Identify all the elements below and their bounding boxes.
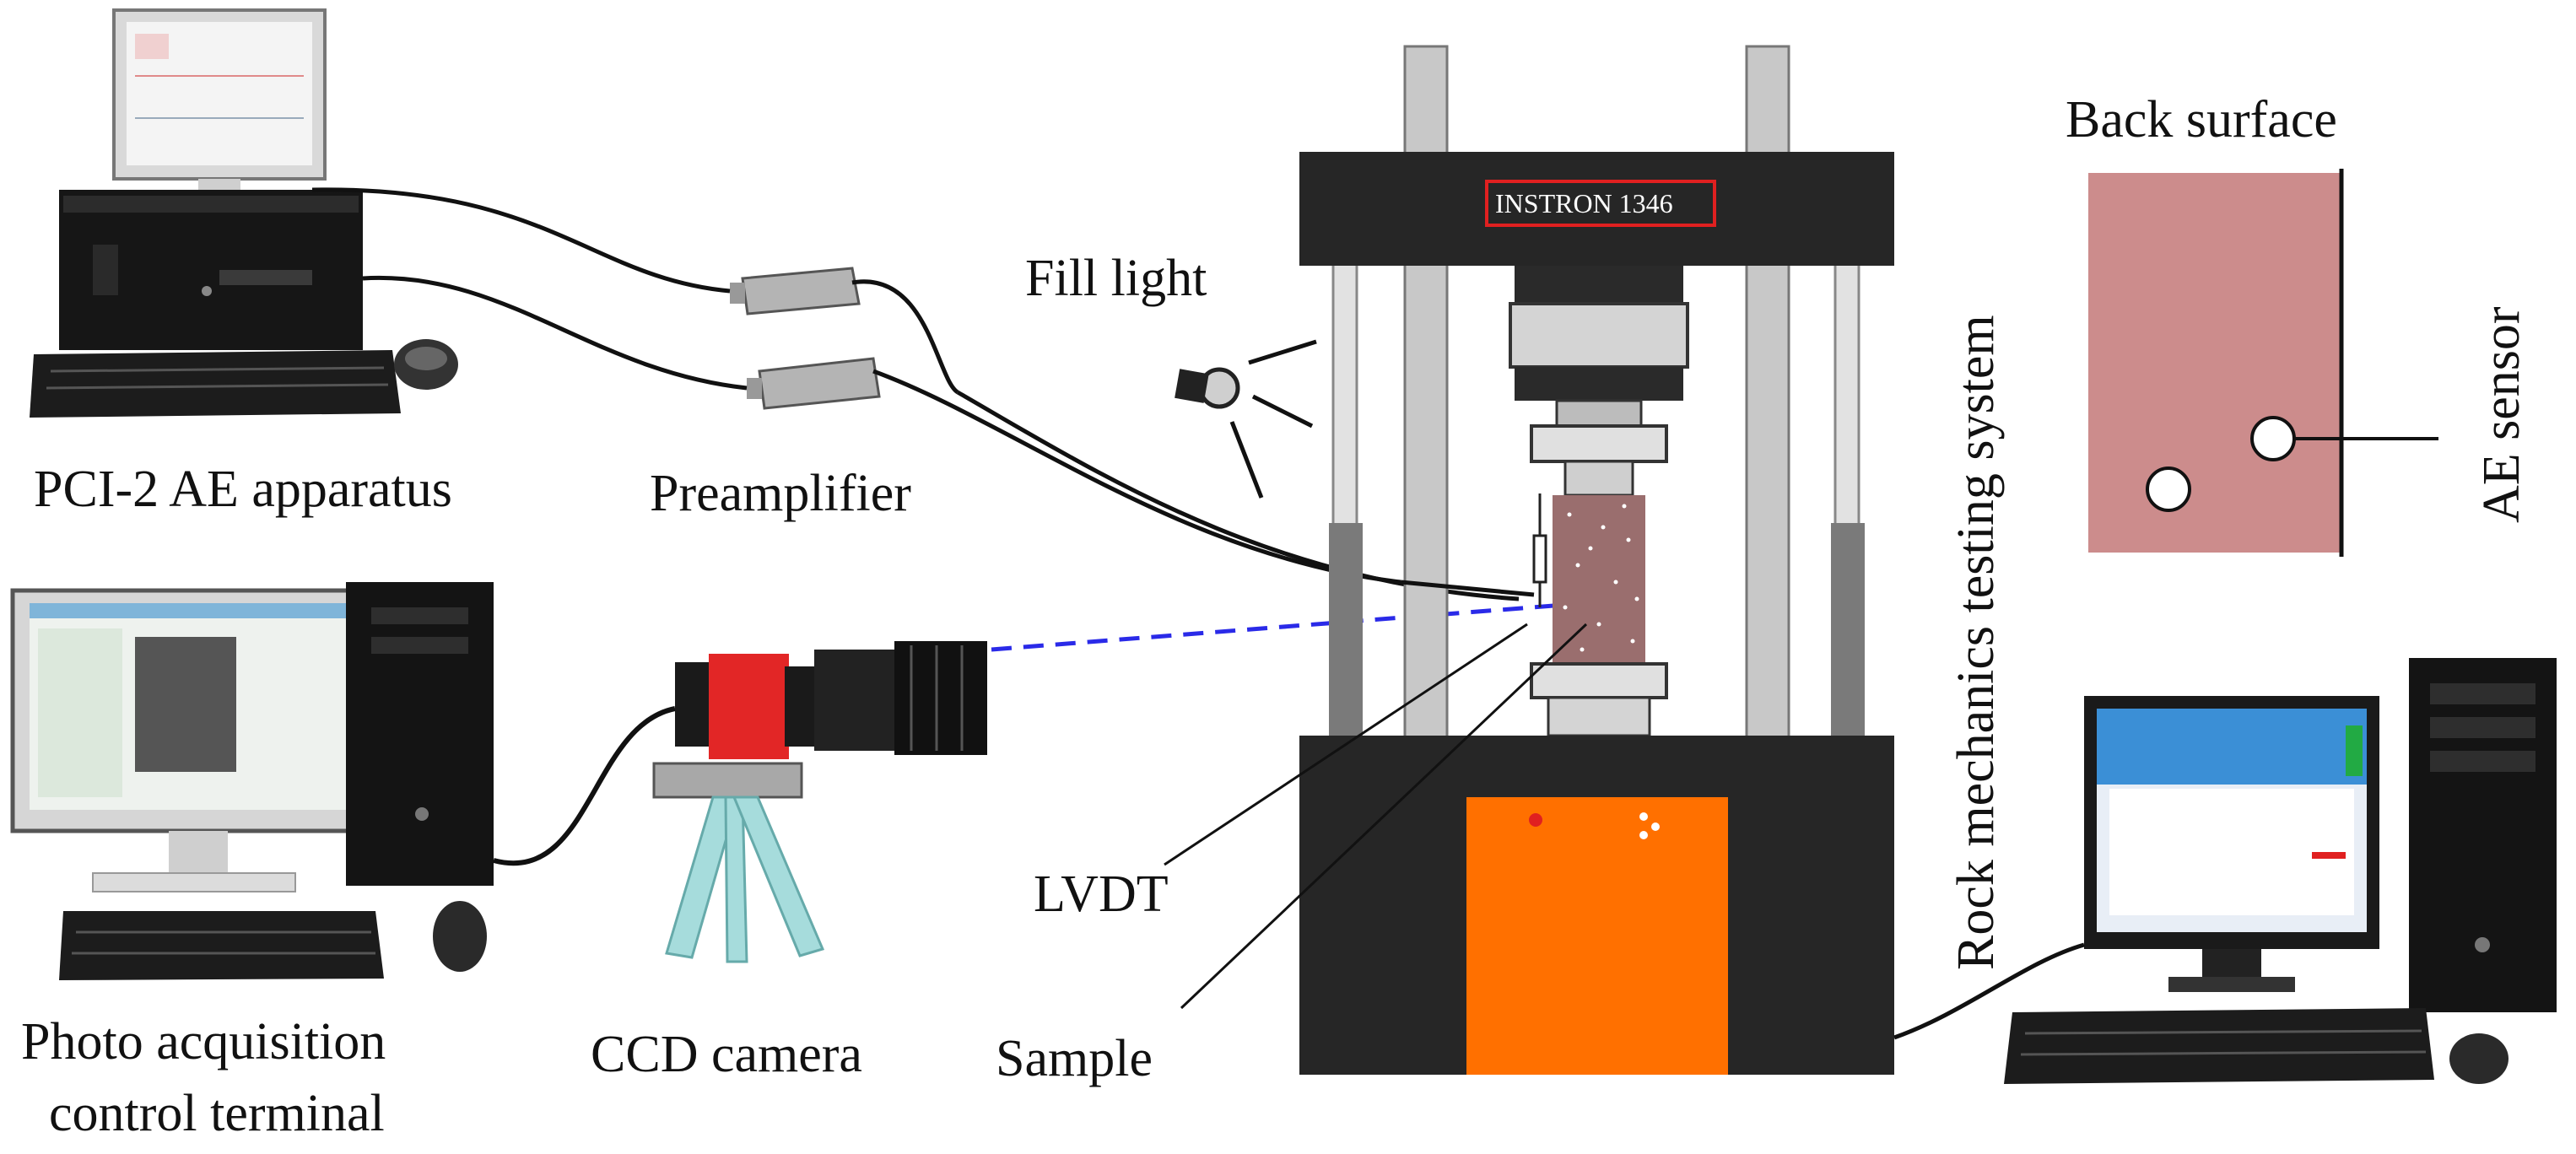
back-surface-label: Back surface xyxy=(2066,91,2337,148)
pci2-computer-icon xyxy=(30,8,458,418)
ae-sensor-dot-1 xyxy=(2250,416,2296,461)
photo-label-line2: control terminal xyxy=(49,1085,385,1142)
lvdt-cable-end xyxy=(1400,580,1535,597)
controller-computer-icon xyxy=(2004,658,2557,1084)
preamplifier-label: Preamplifier xyxy=(650,465,911,522)
photo-label-line1: Photo acquisition xyxy=(21,1013,386,1070)
lvdt-sensor xyxy=(1532,534,1547,584)
ae-sensor-label: AE sensor xyxy=(2473,306,2530,523)
rock-system-label: Rock mechanics testing system xyxy=(1947,315,2005,970)
testing-machine xyxy=(1299,45,1894,1075)
fill-light-label: Fill light xyxy=(1025,250,1207,307)
rock-sample xyxy=(1553,495,1645,664)
sample-label: Sample xyxy=(996,1030,1153,1087)
back-surface-panel xyxy=(2088,169,2438,557)
ccd-camera-icon xyxy=(652,641,987,799)
controller-cable xyxy=(1893,942,2085,1040)
lvdt-leader xyxy=(1164,623,1528,866)
camera-cable xyxy=(493,706,676,866)
orange-panel xyxy=(1466,797,1728,1075)
pci2-label: PCI-2 AE apparatus xyxy=(34,461,452,518)
camera-view-line xyxy=(991,601,1587,652)
instron-label-box xyxy=(1485,180,1716,227)
lamp-icon xyxy=(1175,339,1317,499)
tripod-icon xyxy=(665,795,825,963)
photo-terminal-computer-icon xyxy=(10,582,494,980)
preamplifier-box-icon-1 xyxy=(730,267,861,315)
lvdt-label: LVDT xyxy=(1034,866,1169,923)
ccd-camera-label: CCD camera xyxy=(591,1026,862,1083)
sample-leader xyxy=(1180,623,1588,1010)
instron-label: INSTRON 1346 xyxy=(1495,188,1673,218)
preamplifier-box-icon-2 xyxy=(747,357,881,410)
ae-sensor-dot-2 xyxy=(2146,466,2191,512)
